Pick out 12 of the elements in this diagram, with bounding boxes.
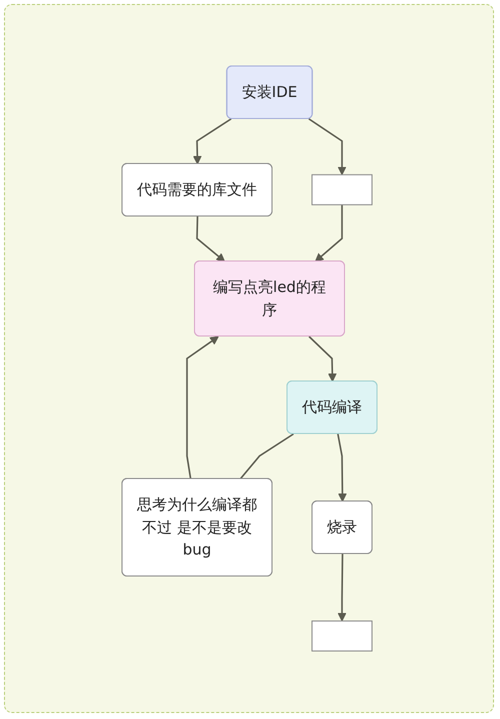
arrow xyxy=(192,118,232,164)
node-box xyxy=(311,174,372,206)
arrow xyxy=(336,434,346,502)
diagram-background: 安装IDE 代码需要的库文件 编写点亮led的程序 代码编译 思考为什么编译都不过 是不是要改bug 烧录 xyxy=(4,4,494,713)
arrow xyxy=(186,336,218,480)
arrow xyxy=(196,216,225,262)
node-box xyxy=(311,620,372,652)
arrow xyxy=(308,336,336,382)
arrow xyxy=(337,554,346,622)
arrow xyxy=(314,204,342,262)
connector xyxy=(239,433,294,480)
arrow xyxy=(308,118,346,176)
